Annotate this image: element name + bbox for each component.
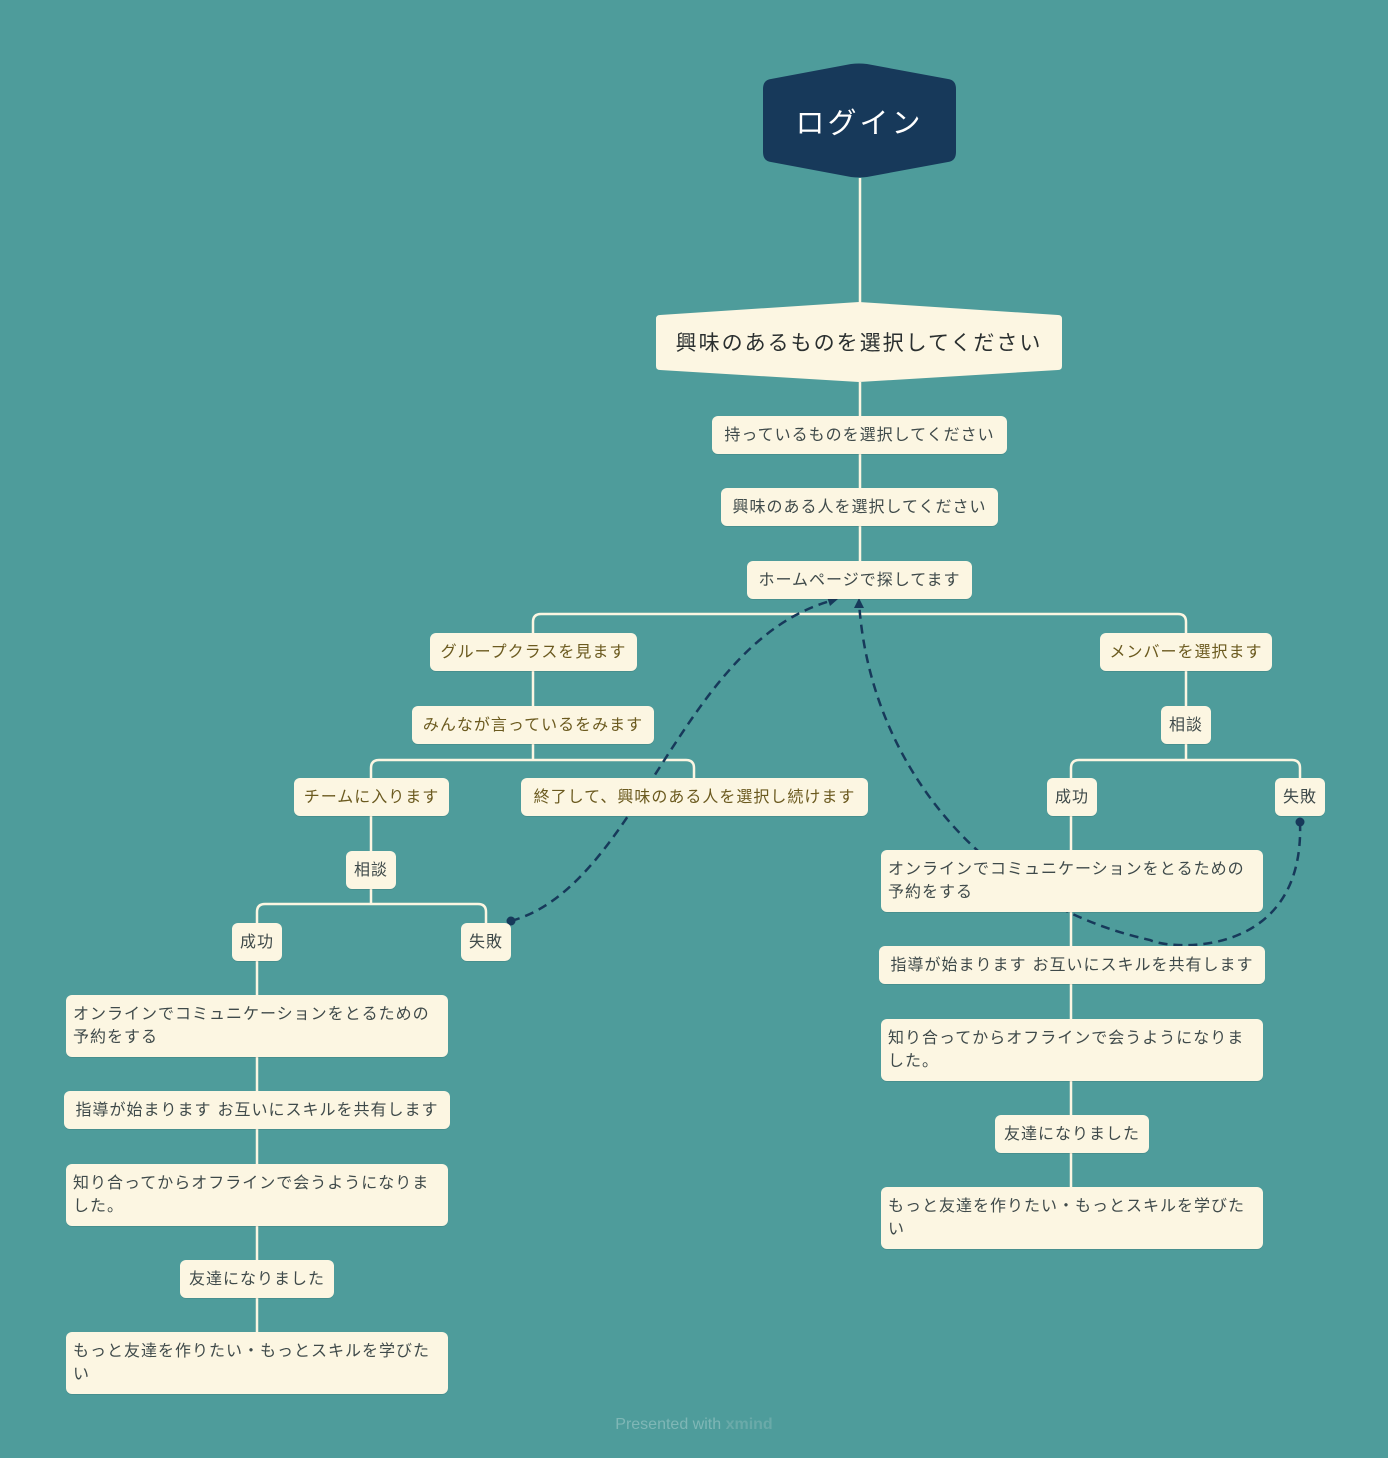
banner-shape <box>656 302 1062 382</box>
root-topic-label: ログイン <box>795 105 924 140</box>
node-left-became-friends[interactable]: 友達になりました <box>180 1260 334 1298</box>
hexagon-shape <box>763 63 956 178</box>
node-select-interesting-person[interactable]: 興味のある人を選択してください <box>721 488 998 526</box>
node-right-guidance-begins[interactable]: 指導が始まります お互いにスキルを共有します <box>879 946 1265 984</box>
node-left-guidance-begins[interactable]: 指導が始まります お互いにスキルを共有します <box>64 1091 450 1129</box>
node-see-others-opinions[interactable]: みんなが言っているをみます <box>412 706 654 744</box>
node-search-homepage[interactable]: ホームページで探してます <box>747 561 972 599</box>
node-left-consult[interactable]: 相談 <box>346 851 396 889</box>
node-end-and-continue[interactable]: 終了して、興味のある人を選択し続けます <box>521 778 868 816</box>
node-left-reserve-online[interactable]: オンラインでコミュニケーションをとるための予約をする <box>66 995 448 1057</box>
node-right-became-friends[interactable]: 友達になりました <box>995 1115 1149 1153</box>
root-topic-login[interactable]: ログイン <box>763 63 956 178</box>
node-view-group-class[interactable]: グループクラスを見ます <box>430 633 637 671</box>
node-right-want-more[interactable]: もっと友達を作りたい・もっとスキルを学びたい <box>881 1187 1263 1249</box>
node-select-member[interactable]: メンバーを選択ます <box>1100 633 1272 671</box>
node-left-success[interactable]: 成功 <box>232 923 282 961</box>
node-right-meet-offline[interactable]: 知り合ってからオフラインで会うようになりました。 <box>881 1019 1263 1081</box>
node-right-reserve-online[interactable]: オンラインでコミュニケーションをとるための予約をする <box>881 850 1263 912</box>
node-select-owned[interactable]: 持っているものを選択してください <box>712 416 1007 454</box>
node-left-failure[interactable]: 失敗 <box>461 923 511 961</box>
node-join-team[interactable]: チームに入ります <box>294 778 449 816</box>
footer-credit: Presented with xmind <box>0 1416 1388 1434</box>
footer-prefix: Presented with <box>615 1416 722 1433</box>
footer-brand[interactable]: xmind <box>725 1416 773 1433</box>
node-right-success[interactable]: 成功 <box>1047 778 1097 816</box>
node-left-meet-offline[interactable]: 知り合ってからオフラインで会うようになりました。 <box>66 1164 448 1226</box>
node-right-failure[interactable]: 失敗 <box>1275 778 1325 816</box>
main-topic-label: 興味のあるものを選択してください <box>675 331 1043 355</box>
node-right-consult[interactable]: 相談 <box>1161 706 1211 744</box>
node-left-want-more[interactable]: もっと友達を作りたい・もっとスキルを学びたい <box>66 1332 448 1394</box>
main-topic-select-interest[interactable]: 興味のあるものを選択してください <box>656 302 1062 382</box>
